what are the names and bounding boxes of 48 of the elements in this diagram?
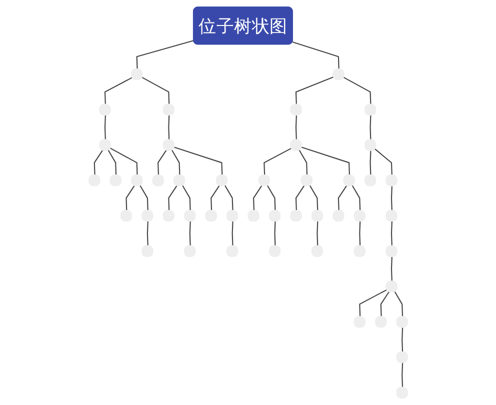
- connector: [295, 115, 297, 140]
- connector: [210, 185, 220, 211]
- connector: [358, 221, 360, 246]
- connector: [108, 150, 116, 176]
- connector: [274, 221, 276, 246]
- connector: [370, 150, 371, 176]
- connector: [174, 146, 222, 176]
- connector: [309, 185, 318, 211]
- connector: [295, 185, 304, 211]
- connector: [252, 185, 262, 211]
- connector: [390, 221, 392, 246]
- tree-diagram: 位子树状图: [82, 0, 414, 405]
- connector: [394, 292, 403, 318]
- connector: [125, 185, 135, 211]
- connector: [298, 150, 308, 176]
- connector: [295, 76, 334, 105]
- connector: [358, 289, 388, 318]
- connector: [380, 291, 390, 318]
- connector: [232, 221, 234, 246]
- connector: [266, 185, 276, 211]
- connector: [146, 221, 148, 246]
- connector: [139, 185, 148, 211]
- connector: [263, 148, 292, 176]
- connector: [292, 42, 340, 70]
- connector: [224, 185, 234, 211]
- connector: [352, 185, 360, 211]
- connector: [390, 186, 392, 211]
- connector: [316, 221, 318, 246]
- connector: [136, 40, 194, 70]
- connector: [401, 362, 403, 388]
- connector: [390, 256, 392, 282]
- connector: [104, 115, 106, 140]
- connector: [343, 76, 371, 105]
- connector: [401, 328, 403, 352]
- connector: [104, 76, 132, 105]
- connector: [374, 148, 392, 176]
- connector: [157, 150, 166, 176]
- connector: [168, 115, 170, 140]
- connector: [189, 221, 191, 246]
- connector: [182, 185, 191, 211]
- connector: [94, 150, 103, 176]
- connector: [370, 115, 371, 140]
- connector: [171, 150, 180, 176]
- connector: [301, 146, 350, 176]
- connector: [338, 185, 347, 211]
- connector: [110, 148, 138, 176]
- connector: [142, 76, 170, 105]
- connector: [168, 185, 178, 211]
